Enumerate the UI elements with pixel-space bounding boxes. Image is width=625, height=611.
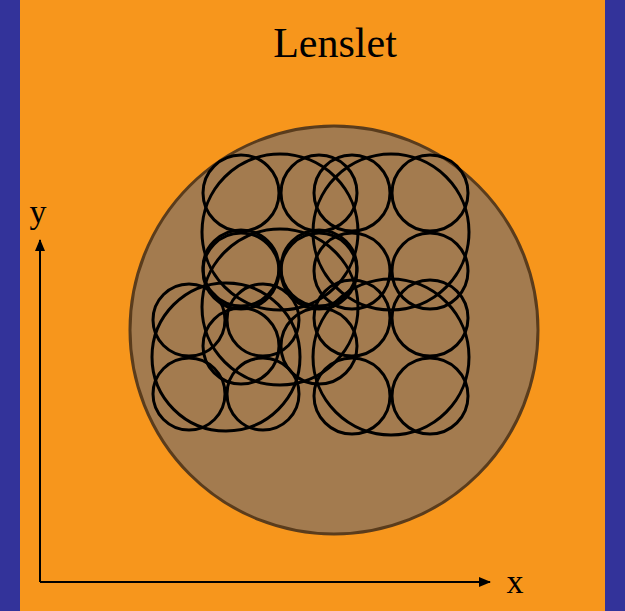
x-axis [40,581,490,583]
small-circle [153,358,225,430]
big-circle [202,229,358,385]
axis-label: x [507,565,524,599]
small-circle [203,230,279,306]
small-circle [281,230,357,306]
small-circle [392,155,468,231]
small-circle [227,284,299,356]
small-circle [392,233,468,309]
small-circle [203,308,279,384]
lenslet-circles [152,154,469,435]
small-circle [392,280,468,356]
small-circle [281,155,357,231]
y-axis [39,240,41,582]
big-circle [313,154,469,310]
big-circle [152,283,300,431]
lenslet-disk [130,126,538,534]
small-circle [314,280,390,356]
axis-label: y [30,195,47,229]
orange-field [20,0,605,611]
small-circle [392,358,468,434]
small-circle [203,155,279,231]
small-circle [314,155,390,231]
small-circle [281,308,357,384]
title: Lenslet [273,22,397,64]
